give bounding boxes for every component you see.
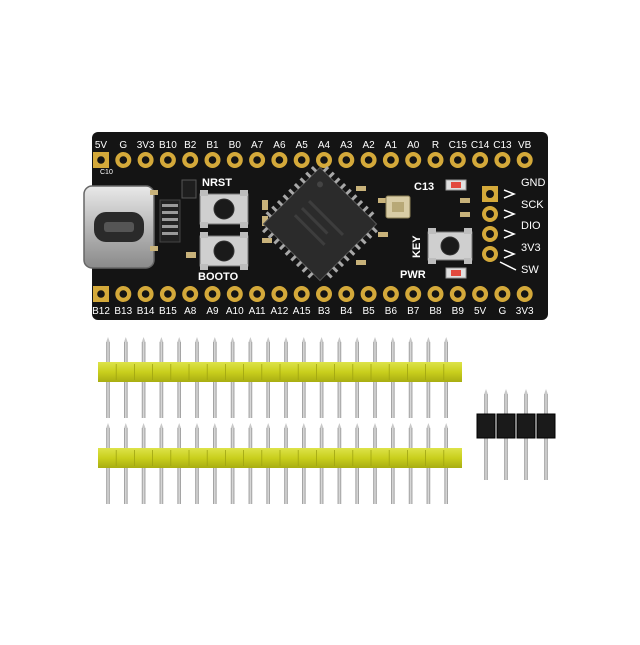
top-pin-label: B2 bbox=[184, 140, 197, 151]
top-pin-label: B1 bbox=[206, 140, 219, 151]
yellow-header-row bbox=[98, 337, 462, 418]
bottom-pin-label: A15 bbox=[293, 306, 311, 317]
top-pin-label: 5V bbox=[95, 140, 108, 151]
usb-c-connector bbox=[83, 185, 155, 269]
bottom-pin-label: A9 bbox=[206, 306, 219, 317]
top-pin-label: A5 bbox=[296, 140, 309, 151]
black-plastic-block bbox=[476, 413, 496, 439]
swd-label: 3V3 bbox=[521, 242, 541, 254]
bottom-pin-label: 5V bbox=[474, 306, 487, 317]
top-pin-label: A2 bbox=[362, 140, 375, 151]
bottom-pin-label: B8 bbox=[429, 306, 442, 317]
top-pin-label: A7 bbox=[251, 140, 264, 151]
key-label: KEY bbox=[411, 235, 423, 258]
bottom-pin-label: B6 bbox=[385, 306, 398, 317]
top-pin-label: 3V3 bbox=[137, 140, 155, 151]
bottom-pin-label: B14 bbox=[137, 306, 155, 317]
swd-header-pads bbox=[482, 186, 498, 262]
long-pin-headers bbox=[98, 337, 462, 504]
bottom-pad-row bbox=[93, 286, 533, 302]
top-pin-label: G bbox=[119, 140, 127, 151]
top-pin-label: C13 bbox=[493, 140, 512, 151]
bottom-pin-label: B13 bbox=[114, 306, 132, 317]
black-plastic-block bbox=[496, 413, 516, 439]
top-pin-label: A1 bbox=[385, 140, 398, 151]
bottom-pin-label: B9 bbox=[452, 306, 465, 317]
boot0-label: BOOTO bbox=[198, 271, 239, 283]
bottom-pin-label: B15 bbox=[159, 306, 177, 317]
top-pin-label: C14 bbox=[471, 140, 490, 151]
swd-label: SW bbox=[521, 264, 539, 276]
bottom-pin-label: B5 bbox=[362, 306, 375, 317]
key-button[interactable] bbox=[427, 228, 473, 264]
bottom-pin-label: A8 bbox=[184, 306, 197, 317]
nrst-button[interactable] bbox=[199, 190, 249, 228]
smd-passives bbox=[262, 186, 470, 265]
top-pin-label: R bbox=[432, 140, 439, 151]
bottom-pin-labels: B12 B13 B14 B15 A8 A9 A10 A11 A12 A15 B3 B4 B5 B6 B7 B8… bbox=[92, 306, 534, 317]
swd-arrows bbox=[499, 189, 517, 271]
short-pin-header bbox=[476, 389, 556, 480]
bottom-pin-label: A10 bbox=[226, 306, 244, 317]
top-pin-label: VB bbox=[518, 140, 532, 151]
black-plastic-block bbox=[536, 413, 556, 439]
bottom-pin-label: B12 bbox=[92, 306, 110, 317]
crystal-oscillator bbox=[385, 195, 411, 219]
top-pin-label: A4 bbox=[318, 140, 331, 151]
top-pin-label: B10 bbox=[159, 140, 177, 151]
swd-label: DIO bbox=[521, 220, 541, 232]
bottom-pin-label: B4 bbox=[340, 306, 353, 317]
bottom-pin-label: B3 bbox=[318, 306, 331, 317]
bottom-pin-label: A12 bbox=[271, 306, 289, 317]
top-pad-row bbox=[93, 152, 533, 168]
top-pin-label: B0 bbox=[229, 140, 242, 151]
top-pin-label: C15 bbox=[449, 140, 468, 151]
top-pin-label: A6 bbox=[273, 140, 286, 151]
bottom-pin-label: G bbox=[499, 306, 507, 317]
pwr-led-label: PWR bbox=[400, 269, 426, 281]
nrst-label: NRST bbox=[202, 177, 232, 189]
c10-label: C10 bbox=[100, 169, 113, 176]
c13-led-label: C13 bbox=[414, 181, 434, 193]
bottom-pin-label: A11 bbox=[249, 306, 266, 317]
smd-components-left bbox=[150, 179, 197, 258]
swd-label: GND bbox=[521, 177, 546, 189]
mcu-chip bbox=[262, 166, 378, 282]
boot0-button[interactable] bbox=[199, 232, 249, 270]
swd-label: SCK bbox=[521, 199, 544, 211]
top-pin-label: A3 bbox=[340, 140, 353, 151]
black-plastic-block bbox=[516, 413, 536, 439]
top-pin-label: A0 bbox=[407, 140, 420, 151]
yellow-header-row bbox=[98, 423, 462, 504]
bottom-pin-label: B7 bbox=[407, 306, 420, 317]
bottom-pin-label: 3V3 bbox=[516, 306, 534, 317]
